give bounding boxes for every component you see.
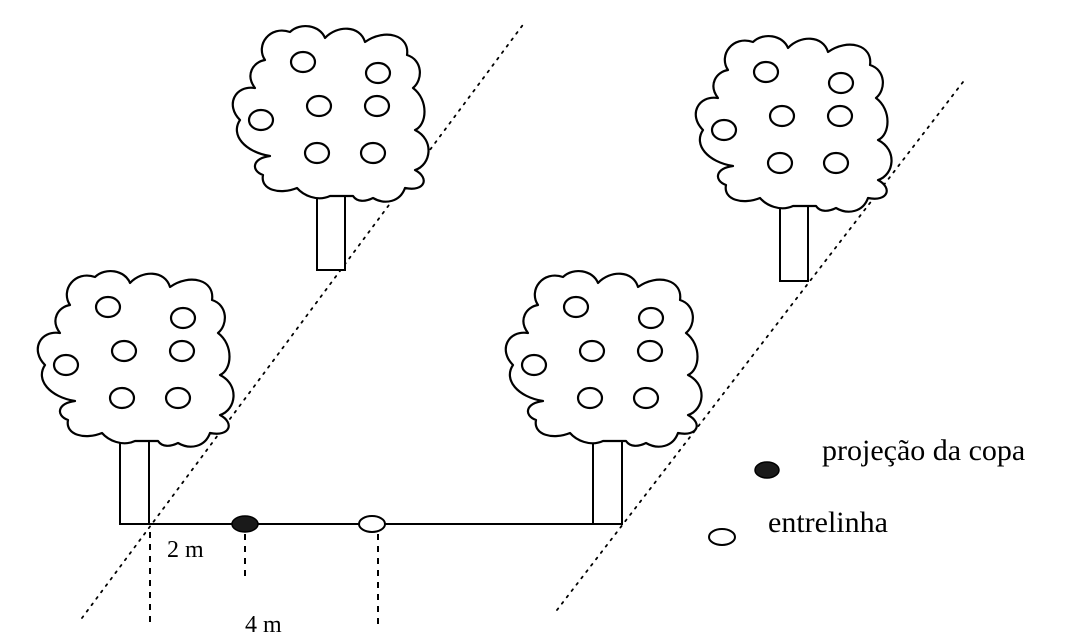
tree-front-right [504,269,703,525]
legend-interrow-label: entrelinha [768,506,888,539]
tree-back-right [694,34,893,282]
legend-canopy-projection-label: projeção da copa [822,434,1025,467]
tree-back-left [231,24,430,271]
tree-trunk [592,427,623,525]
interrow-marker [358,515,386,533]
tree-front-left [36,269,235,525]
canopy-projection-marker [231,515,259,533]
legend-open-marker-icon [708,528,736,546]
legend-filled-marker-icon [754,461,780,479]
tree-crown [694,34,893,213]
tree-crown [231,24,430,203]
distance-label-4m: 4 m [245,612,282,634]
distance-label-2m: 2 m [167,537,204,563]
tree-crown [36,269,235,448]
row-line-left [81,21,526,619]
tree-crown [504,269,703,448]
legend: projeção da copa entrelinha [708,434,1025,546]
